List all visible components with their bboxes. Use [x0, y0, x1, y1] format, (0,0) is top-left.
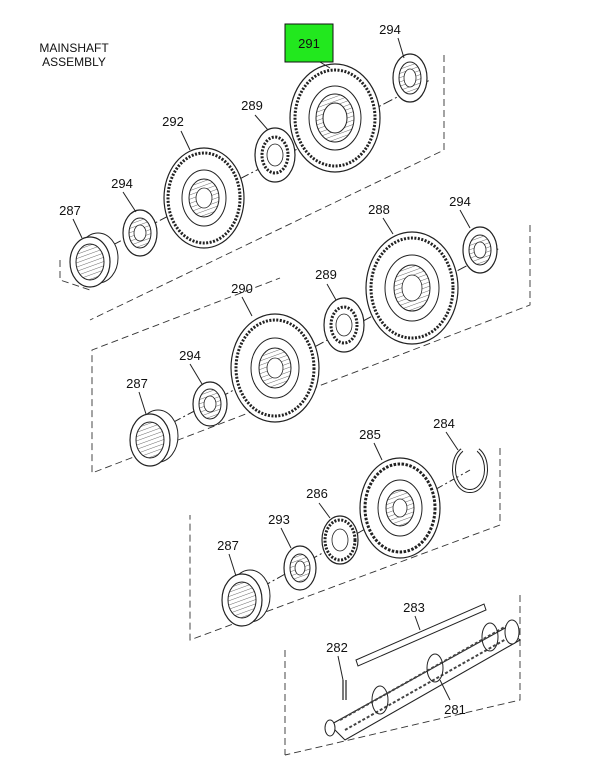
- callout-294-top-left[interactable]: 294: [111, 176, 133, 191]
- gear-288[interactable]: [365, 231, 459, 345]
- callout-292[interactable]: 292: [162, 114, 184, 129]
- diagram-title: MAINSHAFT ASSEMBLY: [26, 41, 122, 69]
- gear-286[interactable]: [321, 515, 359, 565]
- callout-294-middle-right[interactable]: 294: [449, 194, 471, 209]
- callout-281[interactable]: 281: [444, 702, 466, 717]
- callout-293[interactable]: 293: [268, 512, 290, 527]
- title-line-2: ASSEMBLY: [42, 55, 106, 69]
- callout-284[interactable]: 284: [433, 416, 455, 431]
- callout-287-top[interactable]: 287: [59, 203, 81, 218]
- leader-lines: [72, 37, 471, 701]
- washer-293[interactable]: [283, 545, 317, 591]
- callout-282[interactable]: 282: [326, 640, 348, 655]
- group-boundary-middle: [91, 225, 531, 641]
- gear-291[interactable]: [289, 63, 381, 173]
- callout-287-middle[interactable]: 287: [126, 376, 148, 391]
- washer-294-middle-right[interactable]: [462, 226, 498, 274]
- callout-285[interactable]: 285: [359, 427, 381, 442]
- washer-294-top-right[interactable]: [392, 53, 428, 103]
- gear-292[interactable]: [163, 147, 245, 249]
- mainshaft-281[interactable]: [324, 619, 521, 741]
- washer-294-middle-left[interactable]: [192, 381, 228, 427]
- callout-288[interactable]: 288: [368, 202, 390, 217]
- callout-294-top-right[interactable]: 294: [379, 22, 401, 37]
- gear-290[interactable]: [230, 313, 320, 423]
- ring-289-top[interactable]: [254, 127, 296, 183]
- group-boundary-top: [59, 55, 445, 321]
- callout-289-top[interactable]: 289: [241, 98, 263, 113]
- callout-291[interactable]: 291: [298, 36, 320, 51]
- callout-287-bottom[interactable]: 287: [217, 538, 239, 553]
- callout-286[interactable]: 286: [306, 486, 328, 501]
- pin-282[interactable]: [342, 680, 347, 700]
- callout-283[interactable]: 283: [403, 600, 425, 615]
- title-line-1: MAINSHAFT: [39, 41, 109, 55]
- callout-294-middle-left[interactable]: 294: [179, 348, 201, 363]
- sliding-clutch-287-bottom[interactable]: [221, 569, 271, 627]
- washer-294-top-left[interactable]: [122, 209, 158, 257]
- callout-289-middle[interactable]: 289: [315, 267, 337, 282]
- sliding-clutch-287-middle[interactable]: [129, 409, 179, 467]
- ring-289-middle[interactable]: [323, 297, 365, 353]
- snap-ring-284[interactable]: [452, 448, 488, 494]
- highlight-box-291: [284, 23, 334, 63]
- key-283[interactable]: [355, 603, 487, 667]
- group-boundary-bottom: [284, 595, 521, 756]
- sliding-clutch-287-top[interactable]: [69, 232, 119, 288]
- gear-285[interactable]: [359, 457, 441, 559]
- callout-290[interactable]: 290: [231, 281, 253, 296]
